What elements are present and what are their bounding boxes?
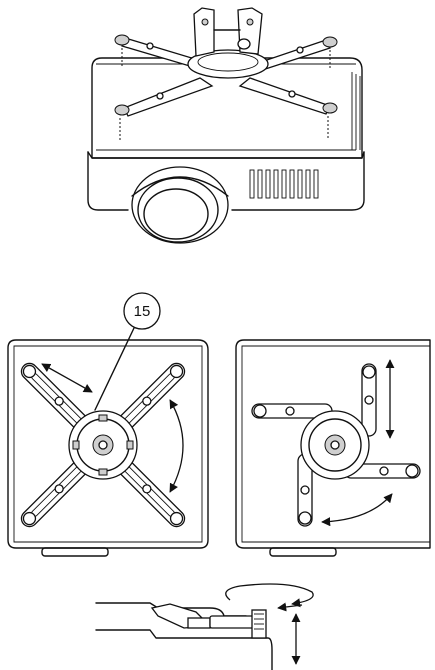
front-vents [249, 169, 319, 199]
hub-plate [187, 49, 269, 79]
top-view-x-configuration: 15 [7, 292, 209, 557]
top-view-l-configuration [235, 339, 431, 557]
lens [131, 166, 229, 244]
bracket-feet [114, 34, 338, 116]
callout-circle [123, 292, 161, 330]
side-adjustment-detail [95, 583, 314, 670]
projector-top [91, 57, 363, 159]
ceiling-plate-bracket [193, 7, 263, 57]
callout-leader [94, 327, 135, 411]
side-vents [351, 72, 361, 150]
projector-front [87, 151, 129, 211]
projector-with-bracket [87, 7, 365, 244]
callout-number: 15 [134, 303, 151, 320]
